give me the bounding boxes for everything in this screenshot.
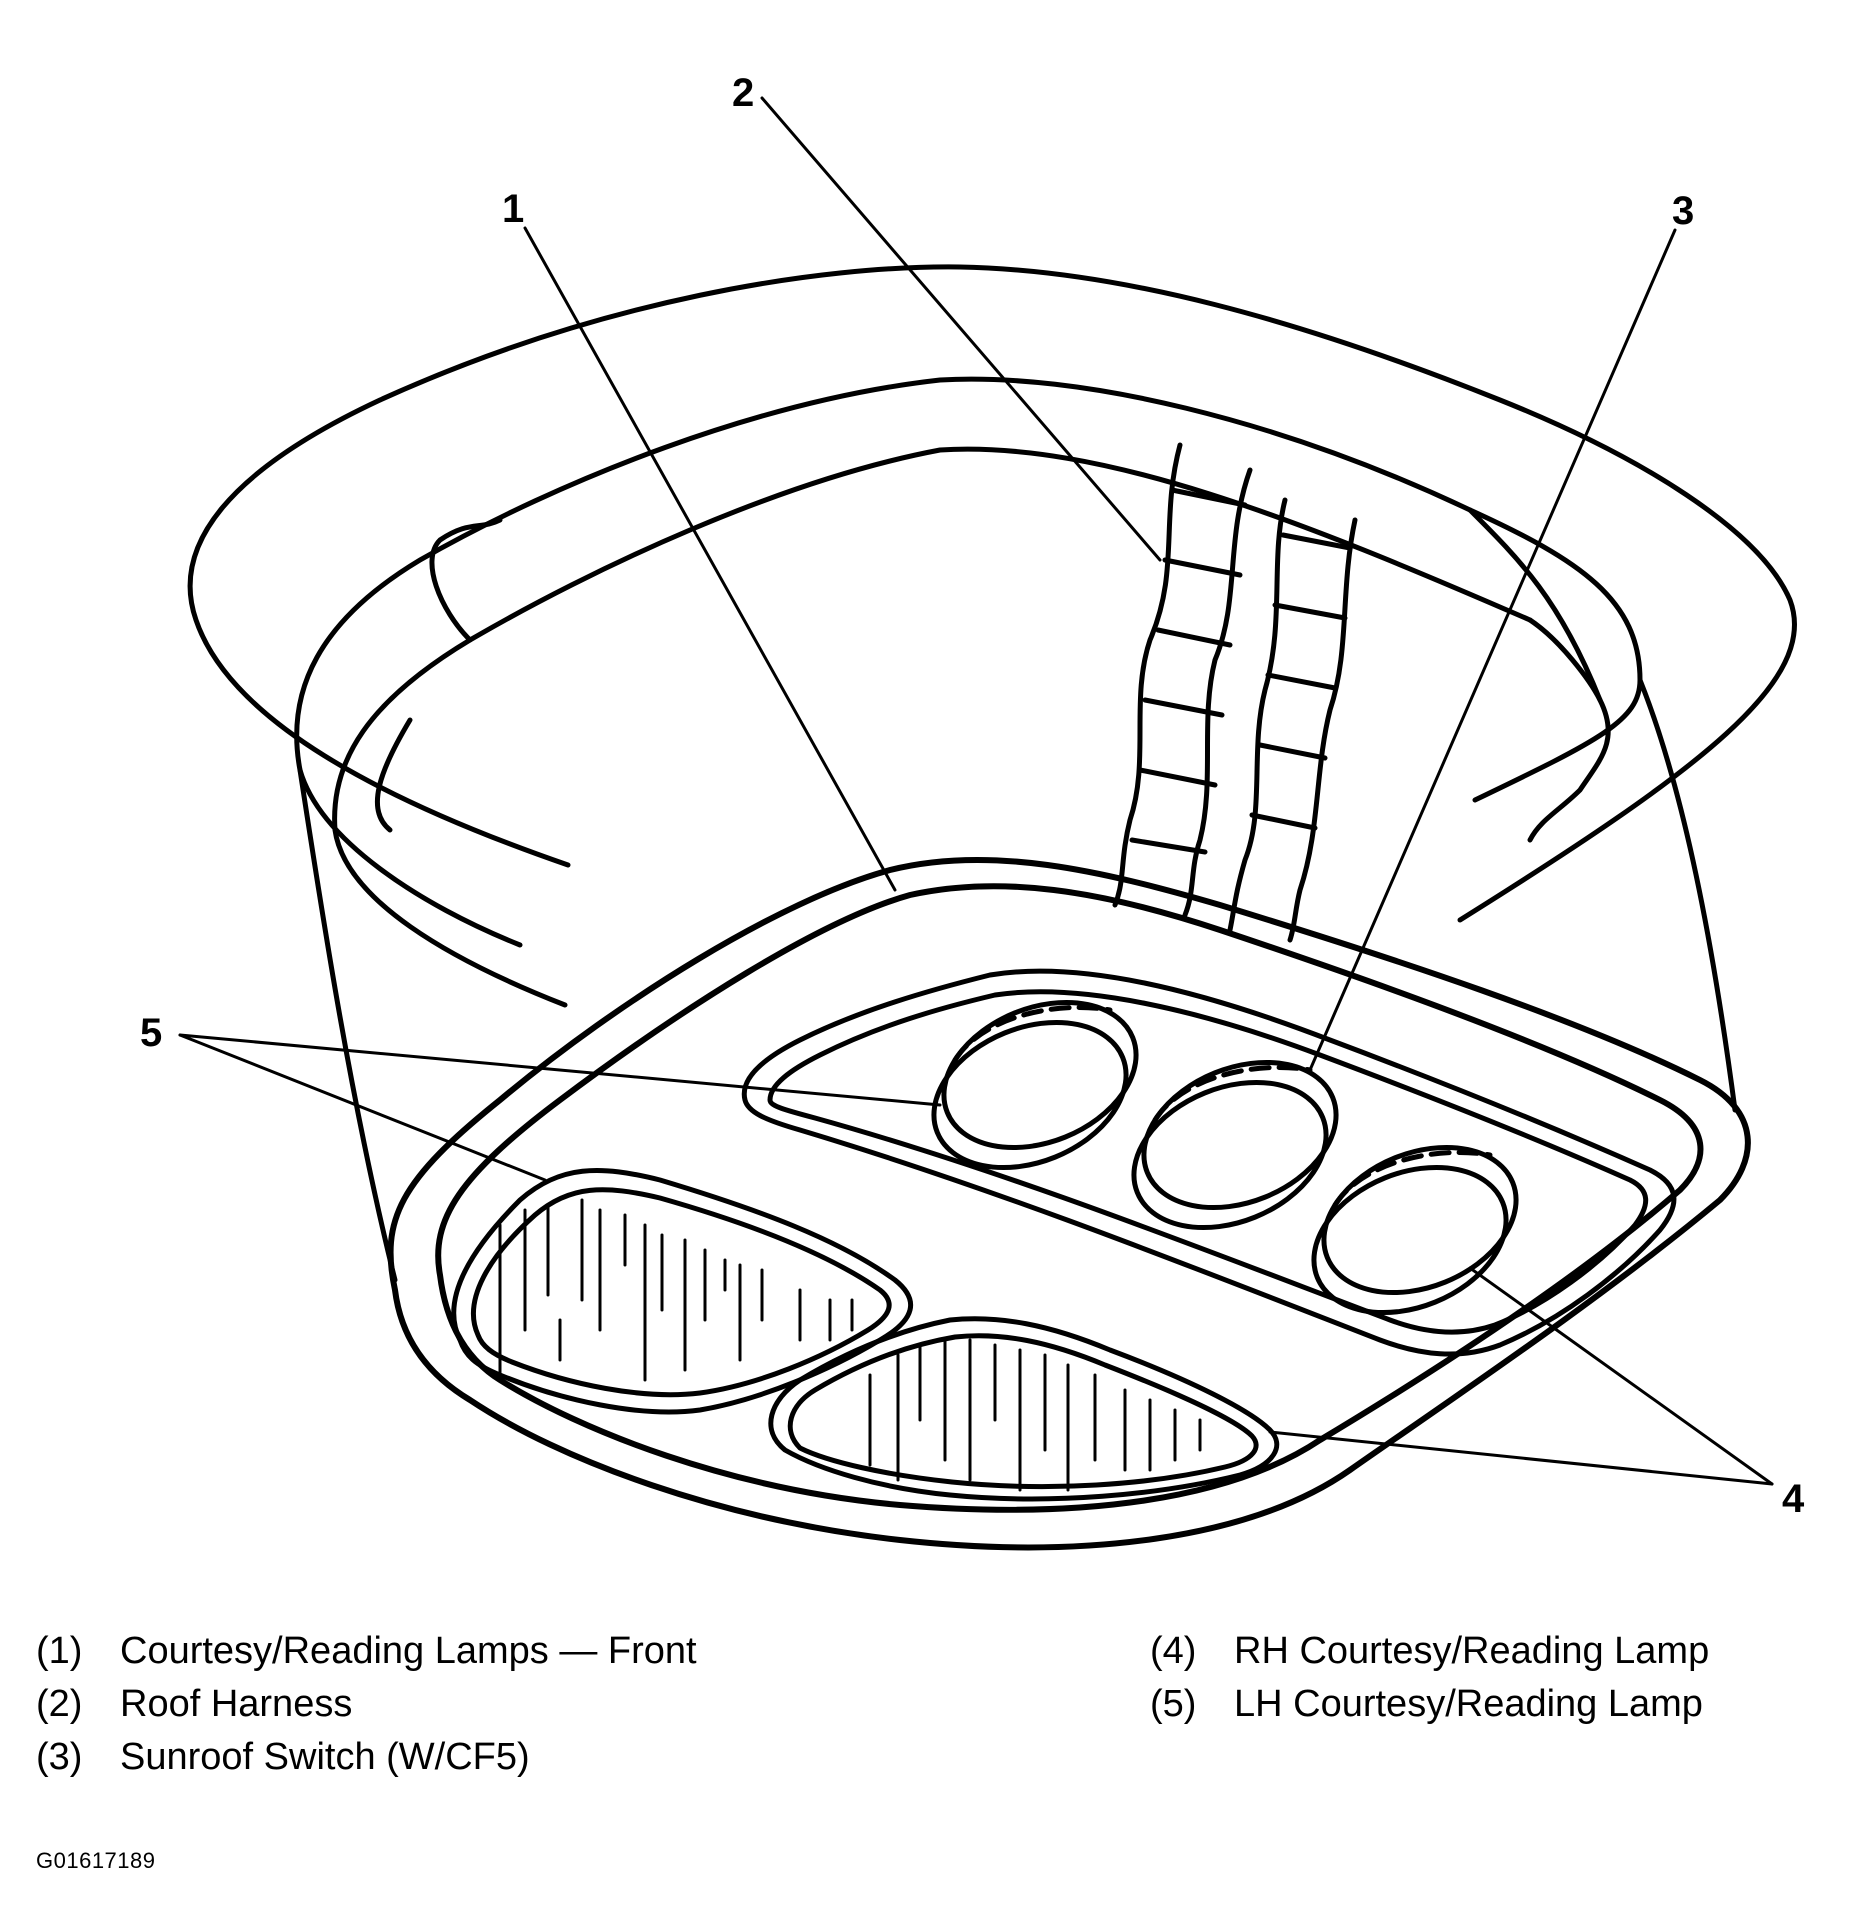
switch-button-center <box>1131 1059 1339 1231</box>
console-body <box>387 856 1751 1551</box>
legend-item-5: (5) LH Courtesy/Reading Lamp <box>1150 1678 1709 1731</box>
leader-line-2 <box>760 96 1162 562</box>
callout-3: 3 <box>1672 189 1694 233</box>
legend-item-4: (4) RH Courtesy/Reading Lamp <box>1150 1625 1709 1678</box>
legend-text: Roof Harness <box>120 1683 353 1725</box>
legend-number: (2) <box>36 1683 83 1725</box>
rh-lamp-lens <box>768 1316 1280 1502</box>
leader-line-5a <box>178 1033 942 1107</box>
leader-line-4a <box>1468 1266 1774 1486</box>
legend-text: RH Courtesy/Reading Lamp <box>1234 1630 1710 1672</box>
legend-number: (4) <box>1150 1630 1197 1672</box>
callout-4: 4 <box>1782 1477 1805 1521</box>
console-walls <box>297 507 1738 1283</box>
legend-number: (5) <box>1150 1683 1197 1725</box>
figure-id: G01617189 <box>36 1848 156 1873</box>
legend-number: (3) <box>36 1736 83 1778</box>
sunroof-switch-buttons <box>931 999 1519 1316</box>
courtesy-lamp-diagram: 1 2 3 4 5 <box>140 71 1805 1551</box>
roof-harness <box>1112 442 1358 943</box>
legend-text: Sunroof Switch (W/CF5) <box>120 1736 530 1778</box>
switch-button-right <box>1311 1144 1519 1316</box>
callout-2: 2 <box>732 71 754 115</box>
lh-lamp-lens <box>451 1167 914 1415</box>
switch-panel <box>741 968 1677 1357</box>
leader-line-5b <box>178 1033 547 1182</box>
leader-line-1 <box>523 226 897 892</box>
legend-item-2: (2) Roof Harness <box>36 1678 697 1731</box>
leader-line-4b <box>1268 1430 1774 1486</box>
legend-item-1: (1) Courtesy/Reading Lamps — Front <box>36 1625 697 1678</box>
legend-text: Courtesy/Reading Lamps — Front <box>120 1630 697 1672</box>
leader-line-3 <box>1308 228 1677 1072</box>
legend-number: (1) <box>36 1630 83 1672</box>
lamp-lenses <box>451 1167 1280 1502</box>
legend-item-3: (3) Sunroof Switch (W/CF5) <box>36 1731 697 1784</box>
leader-lines <box>178 96 1774 1486</box>
legend-left: (1) Courtesy/Reading Lamps — Front (2) R… <box>36 1625 697 1784</box>
legend-right: (4) RH Courtesy/Reading Lamp (5) LH Cour… <box>1150 1625 1709 1731</box>
rh-lamp-lens-hatching <box>868 1338 1202 1492</box>
switch-button-left <box>931 999 1139 1171</box>
headliner-trim <box>187 264 1797 1008</box>
callout-1: 1 <box>502 187 524 231</box>
callout-5: 5 <box>140 1011 162 1055</box>
lh-lamp-lens-hatching <box>498 1198 854 1382</box>
legend-text: LH Courtesy/Reading Lamp <box>1234 1683 1703 1725</box>
